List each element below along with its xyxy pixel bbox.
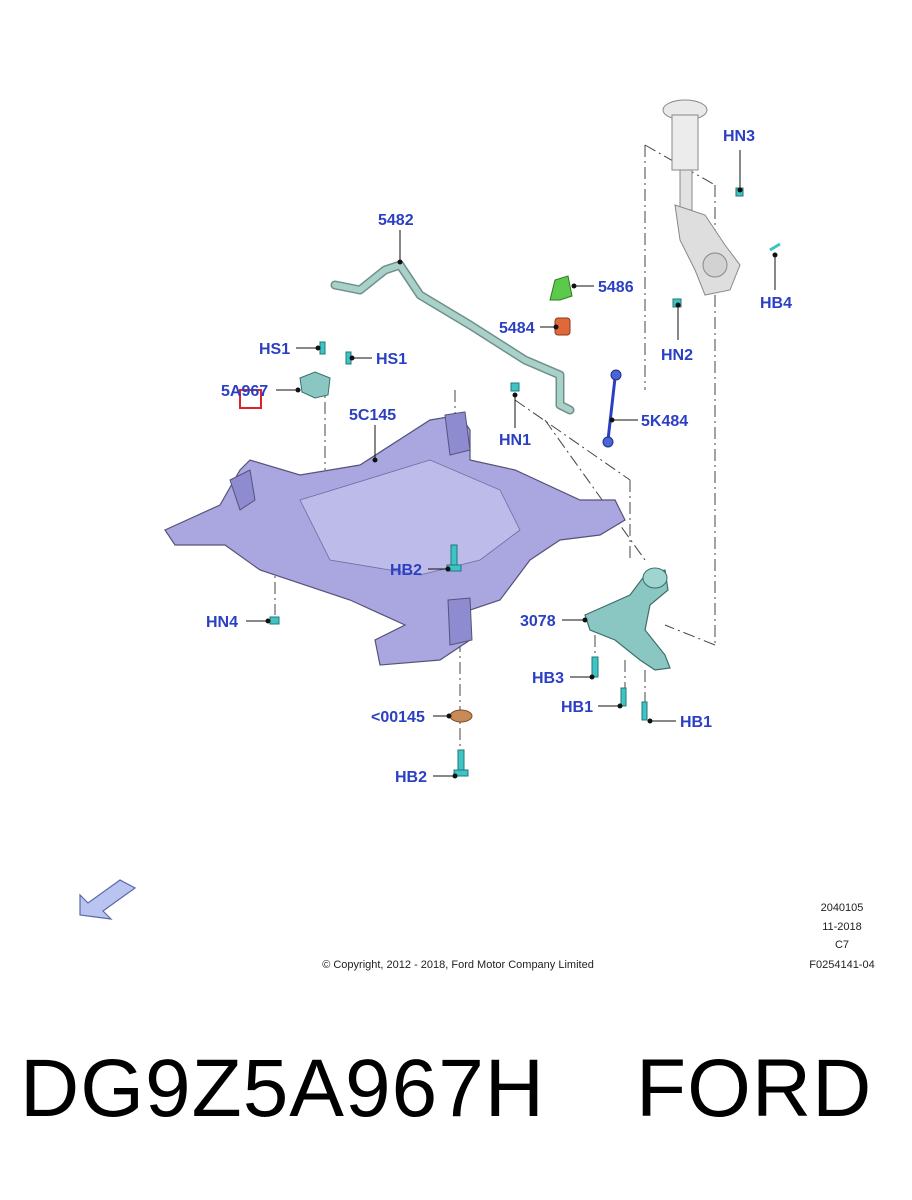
callout-hn2: HN2 [661,347,693,364]
copyright-notice: © Copyright, 2012 - 2018, Ford Motor Com… [322,959,594,971]
strut-assembly [662,99,741,296]
nut-hn4-icon [269,616,280,625]
meta-line-2: 11-2018 [822,921,862,933]
callout-hb2-top: HB2 [390,562,422,579]
washer-00145 [449,709,473,723]
meta-line-4: F0254141-04 [809,959,874,971]
callout-5k484: 5K484 [641,413,688,430]
callout-hb4: HB4 [760,295,792,312]
front-subframe [164,411,626,666]
callout-hn4: HN4 [206,614,238,631]
bolt-hb2-bottom-icon [453,749,469,777]
callout-hb1-a: HB1 [561,699,593,716]
stabilizer-link [602,369,622,448]
callout-00145: <00145 [371,709,425,726]
callout-hb1-b: HB1 [680,714,712,731]
callout-5486: 5486 [598,279,634,296]
lower-control-arm [584,567,671,671]
exploded-parts-diagram: HN3 HB4 HN2 5482 5486 5484 HS1 HS1 5A967… [79,99,875,971]
callout-5484: 5484 [499,320,535,337]
callout-hn3: HN3 [723,128,755,145]
callout-5a967: 5A967 [221,383,268,400]
bolt-hs1a-icon [319,341,326,355]
bolt-hb1b-icon [641,701,648,721]
bolt-hb4-icon [769,242,781,252]
meta-line-1: 2040105 [821,902,864,914]
callout-hn1: HN1 [499,432,531,449]
callout-hs1-a: HS1 [259,341,290,358]
bolt-hb1a-icon [620,687,627,707]
callout-3078: 3078 [520,613,556,630]
meta-line-3: C7 [835,939,849,951]
leader-lines [246,150,778,779]
direction-arrow-icon [79,879,137,920]
bolt-hb3-icon [591,656,599,678]
callout-labels: HN3 HB4 HN2 5482 5486 5484 HS1 HS1 5A967… [206,128,792,786]
nut-hn1-icon [510,382,520,392]
callout-hs1-b: HS1 [376,351,407,368]
assembly-dash-lines [274,144,716,760]
stabilizer-bracket [549,275,573,301]
bracket-5a967 [299,371,331,399]
bolt-hb2-top-icon [446,544,462,572]
callout-hb2-bottom: HB2 [395,769,427,786]
callout-5482: 5482 [378,212,414,229]
highlight-box [239,389,262,409]
callout-5c145: 5C145 [349,407,396,424]
callout-hb3: HB3 [532,670,564,687]
stabilizer-bar [330,260,575,415]
drawing-metadata: 2040105 11-2018 C7 F0254141-04 © Copyrig… [322,902,875,971]
brand-name: FORD [636,1043,873,1134]
part-number: DG9Z5A967H [20,1043,546,1134]
